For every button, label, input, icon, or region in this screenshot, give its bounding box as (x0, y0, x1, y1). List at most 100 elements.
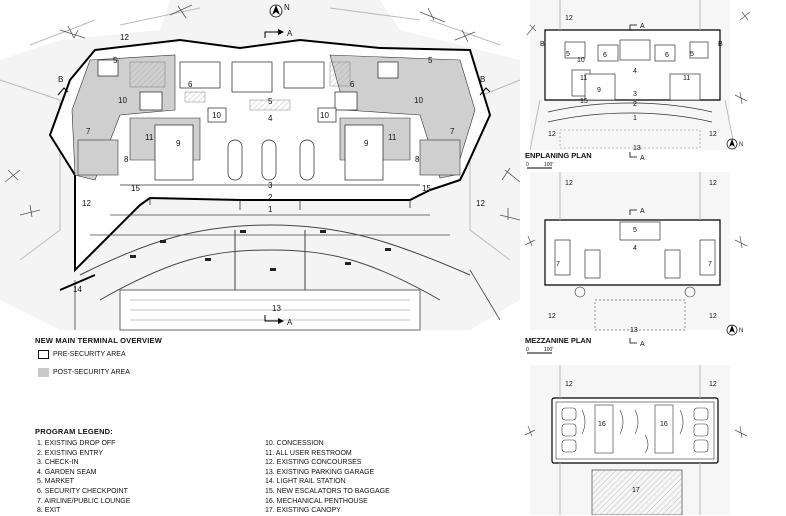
svg-text:12: 12 (709, 131, 717, 138)
svg-text:4: 4 (268, 114, 273, 123)
program-item: 3. CHECK-IN (37, 459, 79, 467)
overview-title: NEW MAIN TERMINAL OVERVIEW (35, 336, 163, 345)
svg-text:11: 11 (580, 75, 587, 82)
svg-text:5: 5 (690, 51, 694, 58)
program-item: 17. EXISTING CANOPY (265, 507, 341, 515)
svg-text:12: 12 (548, 131, 556, 138)
svg-text:9: 9 (364, 139, 369, 148)
svg-text:9: 9 (176, 139, 181, 148)
program-item: 14. LIGHT RAIL STATION (265, 478, 346, 486)
svg-text:0: 0 (526, 347, 529, 353)
svg-text:3: 3 (633, 91, 637, 98)
svg-text:3: 3 (268, 181, 273, 190)
program-item: 8. EXIT (37, 507, 61, 515)
roof-plan (530, 365, 730, 515)
post-security-label: POST-SECURITY AREA (53, 369, 130, 376)
enplaning-section-markers: A A B B (540, 23, 723, 162)
program-item: 16. MECHANICAL PENTHOUSE (265, 497, 368, 505)
post-security-swatch (38, 368, 49, 377)
svg-text:2: 2 (268, 193, 273, 202)
section-marker-a-top: A (264, 29, 293, 38)
svg-text:B: B (58, 75, 63, 84)
svg-text:12: 12 (548, 313, 556, 320)
svg-text:6: 6 (665, 52, 669, 59)
svg-text:11: 11 (683, 75, 690, 82)
svg-text:A: A (287, 318, 293, 327)
program-legend-title: PROGRAM LEGEND: (35, 427, 113, 436)
program-item: 12. EXISTING CONCOURSES (265, 459, 362, 467)
svg-text:B: B (540, 41, 545, 48)
pre-security-label: PRE-SECURITY AREA (53, 351, 126, 358)
svg-text:7: 7 (708, 261, 712, 268)
legend-post-security: POST-SECURITY AREA (38, 368, 130, 377)
program-item: 6. SECURITY CHECKPOINT (37, 487, 128, 495)
program-item: 13. EXISTING PARKING GARAGE (265, 468, 375, 476)
svg-text:4: 4 (633, 68, 637, 75)
section-marker-b-left: B (57, 75, 69, 96)
legend-pre-security: PRE-SECURITY AREA (38, 350, 126, 359)
overview-axonometric (0, 0, 521, 331)
svg-text:12: 12 (565, 381, 573, 388)
svg-text:9: 9 (597, 87, 601, 94)
svg-text:12: 12 (565, 15, 573, 22)
svg-text:N: N (739, 328, 743, 334)
svg-text:12: 12 (565, 180, 573, 187)
program-item: 5. MARKET (37, 478, 74, 486)
mezzanine-section-markers: A A (629, 208, 645, 348)
svg-text:7: 7 (86, 127, 91, 136)
svg-text:10: 10 (320, 111, 329, 120)
program-item: 15. NEW ESCALATORS TO BAGGAGE (265, 487, 390, 495)
airplane-icon (4, 4, 521, 221)
svg-text:100': 100' (544, 162, 553, 168)
svg-text:5: 5 (113, 56, 118, 65)
program-legend-right: 10. CONCESSION 11. ALL USER RESTROOM 12.… (265, 439, 390, 516)
section-marker-a-bottom: A (264, 315, 293, 327)
svg-text:12: 12 (82, 199, 91, 208)
svg-text:13: 13 (633, 145, 641, 152)
svg-text:11: 11 (145, 133, 154, 142)
svg-text:7: 7 (556, 261, 560, 268)
program-item: 4. GARDEN SEAM (37, 468, 97, 476)
program-legend-left: 1. EXISTING DROP OFF 2. EXISTING ENTRY 3… (37, 439, 130, 516)
svg-text:12: 12 (709, 180, 717, 187)
program-item: 10. CONCESSION (265, 440, 324, 447)
svg-text:10: 10 (212, 111, 221, 120)
svg-text:5: 5 (566, 51, 570, 58)
pre-security-swatch (38, 350, 49, 359)
svg-text:B: B (480, 75, 485, 84)
svg-text:A: A (640, 155, 645, 162)
svg-text:N: N (739, 142, 743, 148)
svg-text:12: 12 (709, 381, 717, 388)
section-marker-b-right: B (479, 75, 491, 96)
svg-text:N: N (284, 3, 290, 12)
mezzanine-plan (530, 172, 730, 331)
svg-text:10: 10 (577, 57, 585, 64)
svg-text:5: 5 (268, 97, 273, 106)
svg-text:1: 1 (268, 205, 273, 214)
svg-text:12: 12 (476, 199, 485, 208)
svg-text:13: 13 (272, 304, 281, 313)
svg-text:2: 2 (633, 101, 637, 108)
svg-text:15: 15 (131, 184, 140, 193)
enplaning-scale-bar: 0 100' (526, 162, 553, 169)
mezzanine-north-icon: N (726, 324, 743, 336)
svg-text:16: 16 (660, 421, 668, 428)
svg-text:7: 7 (450, 127, 455, 136)
program-item: 1. EXISTING DROP OFF (37, 440, 116, 447)
north-arrow-icon: N (269, 3, 290, 18)
enplaning-title: ENPLANING PLAN (525, 151, 592, 160)
svg-text:A: A (640, 208, 645, 215)
svg-text:100': 100' (544, 347, 553, 353)
enplaning-plan (529, 0, 736, 151)
svg-text:12: 12 (709, 313, 717, 320)
svg-text:A: A (640, 23, 645, 30)
svg-text:17: 17 (632, 487, 640, 494)
svg-text:5: 5 (633, 227, 637, 234)
svg-text:10: 10 (118, 96, 127, 105)
svg-text:6: 6 (603, 52, 607, 59)
program-item: 2. EXISTING ENTRY (37, 449, 103, 457)
